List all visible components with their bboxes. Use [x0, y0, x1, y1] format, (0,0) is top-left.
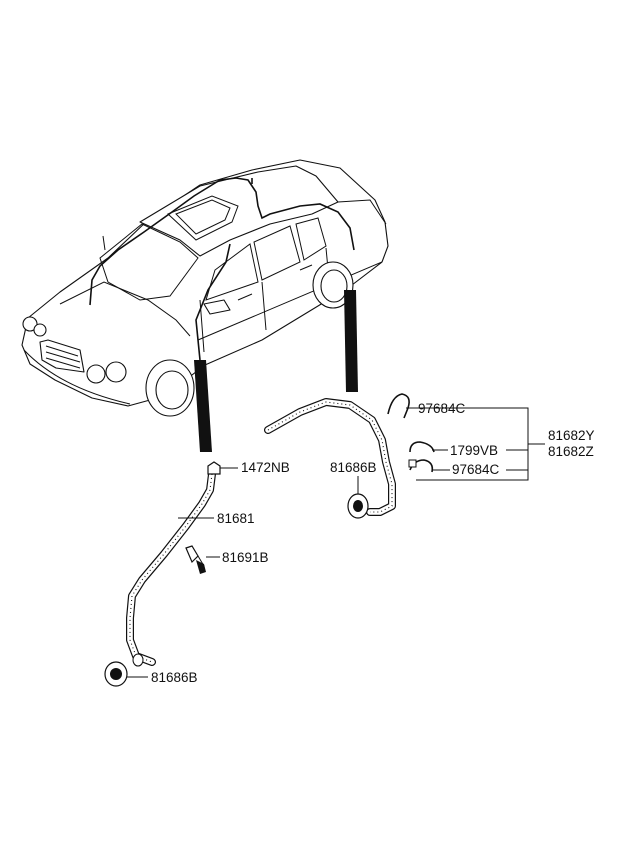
part-label-81681: 81681: [217, 511, 255, 526]
part-label-81682z: 81682Z: [548, 444, 594, 459]
part-label-1472nb: 1472NB: [241, 460, 290, 475]
clip-1799vb: [409, 441, 435, 453]
right-hose-assembly: [264, 393, 435, 519]
part-label-81682y: 81682Y: [548, 428, 595, 443]
clip-97684c-top: [387, 393, 410, 419]
part-label-81686b-left: 81686B: [151, 670, 198, 685]
grommet-81686b-left: [104, 653, 144, 687]
part-label-97684c-top: 97684C: [418, 401, 466, 416]
part-label-97684c-bottom: 97684C: [452, 462, 500, 477]
valve-81691b: [185, 545, 206, 574]
sedan-illustration: [21, 159, 389, 452]
cap-1472nb: [207, 461, 221, 475]
part-label-1799vb: 1799VB: [450, 443, 498, 458]
part-label-81686b-right: 81686B: [330, 460, 377, 475]
part-label-81691b: 81691B: [222, 550, 269, 565]
left-hose-assembly: [104, 461, 221, 687]
grommet-81686b-right: [347, 493, 369, 519]
leader-lines: [127, 407, 545, 678]
